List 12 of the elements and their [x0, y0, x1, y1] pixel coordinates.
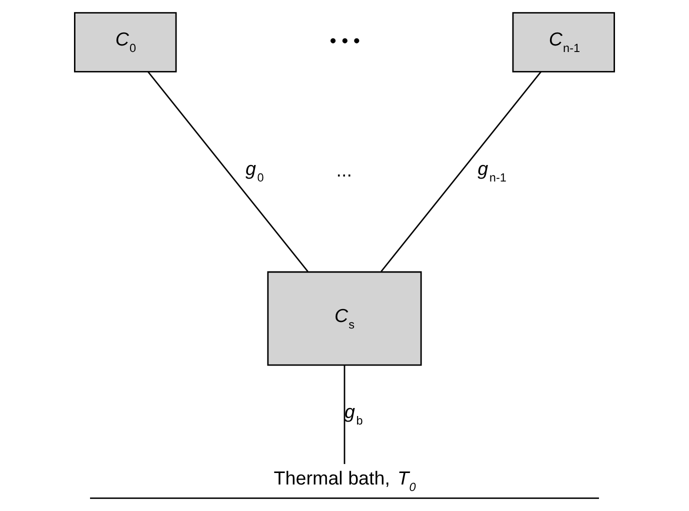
label: • • •: [330, 30, 360, 51]
edge-label: g$_{n-1}$: [478, 158, 506, 185]
connector: [380, 71, 542, 272]
connector: [147, 71, 308, 272]
edge-label: g$_{0}$: [246, 158, 264, 185]
node-box: C$_{s}$: [267, 271, 422, 366]
node-text: Thermal bath, T$_{0}$: [274, 467, 416, 494]
connector: [344, 365, 346, 464]
edge-label: g$_{b}$: [344, 400, 363, 428]
node-box: C$_{0}$: [74, 12, 177, 72]
node-box: C$_{n-1}$: [512, 12, 615, 72]
label: ...: [336, 159, 352, 180]
